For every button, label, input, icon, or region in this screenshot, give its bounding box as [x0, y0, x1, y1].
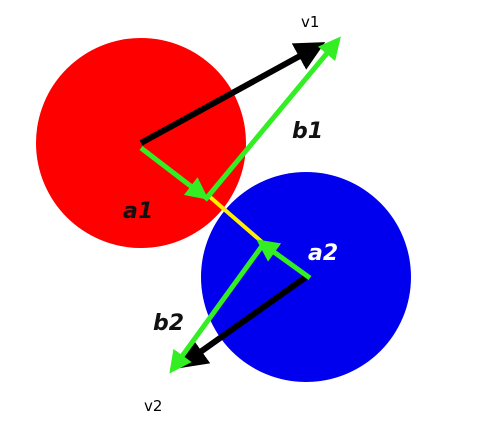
label-a1: a1: [123, 199, 153, 224]
component-vector-b2: [169, 244, 265, 374]
label-b2: b2: [153, 311, 184, 336]
component-vector-a1: [139, 146, 209, 200]
label-v1: v1: [301, 13, 319, 31]
label-b1: b1: [292, 119, 323, 144]
component-vector-a2: [256, 239, 312, 281]
label-v2: v2: [144, 397, 162, 415]
contact-line: [208, 195, 264, 244]
velocity-vector-1: [139, 42, 326, 146]
label-a2: a2: [308, 241, 338, 266]
component-vector-b1: [203, 36, 341, 202]
velocity-vector-2: [177, 274, 308, 369]
